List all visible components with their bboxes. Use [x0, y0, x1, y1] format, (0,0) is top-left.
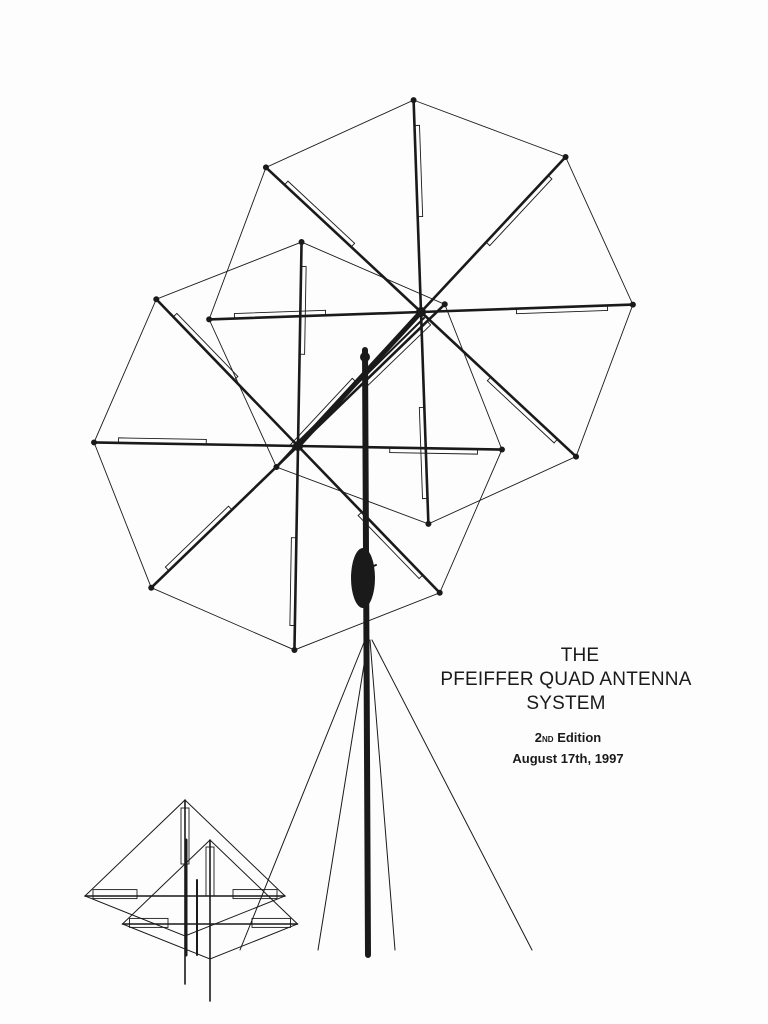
- front-quad-spoke: [149, 444, 300, 590]
- front-quad-spoke: [296, 240, 303, 448]
- front-quad-spoke-tube: [304, 266, 307, 355]
- mast-top-clamp: [360, 352, 370, 362]
- rear-quad-spoke-tube: [553, 438, 558, 444]
- rear-quad-spoke: [419, 303, 635, 314]
- rear-quad-spoke: [419, 310, 578, 458]
- rear-quad-spoke-tube: [419, 124, 424, 217]
- front-quad-spoke-tube: [118, 437, 207, 440]
- front-quad-spoke: [154, 297, 300, 448]
- front-quad-spoke-tube: [228, 505, 233, 511]
- rotator-housing: [351, 548, 375, 608]
- boom-brace: [299, 317, 425, 441]
- front-quad-spoke-tube: [233, 376, 239, 381]
- rear-quad-spoke: [419, 310, 430, 526]
- title-line-2: PFEIFFER QUAD ANTENNA: [440, 669, 692, 690]
- front-quad-spoke-tube: [367, 324, 432, 387]
- rear-quad-spoke: [264, 166, 423, 314]
- front-quad-spoke-tube: [418, 574, 424, 580]
- rotator-bracket: [351, 564, 377, 576]
- document-title: THE PFEIFFER QUAD ANTENNA SYSTEM: [420, 644, 712, 716]
- front-quad-spoke-tube: [164, 505, 229, 568]
- distant-quad-b-tube: [205, 846, 215, 897]
- distant-quad-a-tube: [232, 889, 278, 900]
- rear-quad-wire-loop: [208, 99, 634, 525]
- rear-quad-spoke: [412, 98, 423, 314]
- edition-ordinal: ND: [542, 735, 554, 744]
- front-quad-spoke-tube: [176, 312, 239, 377]
- title-line-3: SYSTEM: [526, 693, 606, 714]
- rear-quad-spoke-tube: [547, 175, 553, 180]
- guy-wire: [369, 639, 396, 951]
- rear-quad-spoke: [207, 310, 423, 321]
- rear-quad-spoke-tube: [485, 241, 491, 247]
- front-quad-spoke-tube: [289, 537, 292, 626]
- rear-quad-spoke-tube: [350, 242, 356, 248]
- guy-wire: [317, 639, 369, 951]
- antenna-line-art: [84, 97, 636, 1002]
- rear-quad-spoke-tube: [284, 180, 289, 186]
- front-quad-spoke-tube: [426, 320, 432, 326]
- rear-quad-spoke-tube: [516, 310, 609, 315]
- guy-wire: [371, 639, 533, 951]
- front-quad-spoke: [92, 441, 300, 448]
- front-quad-spoke: [296, 444, 442, 595]
- rear-quad-spoke: [419, 155, 567, 314]
- front-quad-spoke: [296, 444, 504, 451]
- mast: [362, 347, 371, 958]
- distant-quad-b-tube: [129, 917, 169, 928]
- title-line-1: THE: [560, 645, 600, 666]
- rear-quad-spoke-tube: [486, 380, 555, 444]
- rear-quad-spoke-tube: [287, 180, 356, 244]
- front-quad-spoke-tube: [357, 511, 363, 516]
- rear-quad-spoke-tube: [289, 377, 353, 446]
- front-quad-spoke-tube: [164, 566, 170, 572]
- front-quad-spoke-tube: [389, 452, 478, 455]
- front-quad-spoke: [293, 444, 300, 652]
- guy-wire: [239, 639, 366, 951]
- boom: [295, 309, 424, 449]
- rear-quad-spoke-tube: [233, 309, 326, 314]
- edition-line: 2ND Edition: [488, 728, 648, 749]
- distant-quad-b-tube: [251, 917, 291, 928]
- distant-quad-a-tube: [92, 889, 138, 900]
- rear-quad-spoke-tube: [486, 376, 492, 382]
- front-quad-spoke-tube: [172, 312, 178, 318]
- edition-date: August 17th, 1997: [512, 751, 624, 766]
- edition-info: 2ND Edition August 17th, 1997: [488, 728, 648, 768]
- edition-label: Edition: [557, 730, 602, 745]
- rear-quad-spoke-tube: [489, 178, 553, 247]
- front-quad-wire-loop: [93, 241, 503, 651]
- edition-number: 2: [534, 730, 542, 745]
